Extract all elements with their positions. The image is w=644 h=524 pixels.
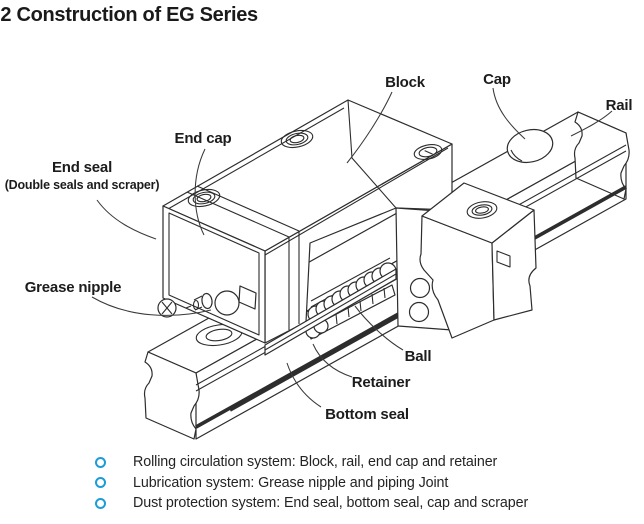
system-notes-list: Rolling circulation system: Block, rail,…: [0, 452, 644, 514]
title-text: 2 Construction of EG Series: [0, 4, 258, 26]
page-title: -2 Construction of EG Series: [0, 4, 258, 27]
leader-end-cap: [194, 148, 206, 236]
seal-screw-shape: [157, 298, 177, 318]
label-end-seal: End seal: [52, 159, 112, 176]
cap-shape: [506, 128, 554, 164]
leader-retainer: [312, 343, 353, 378]
note-text: Dust protection system: End seal, bottom…: [133, 495, 529, 512]
block-mount-hole: [187, 188, 221, 208]
leader-rail: [570, 110, 613, 137]
note-text: Rolling circulation system: Block, rail,…: [133, 454, 498, 471]
label-block: Block: [385, 74, 426, 91]
leader-grease-nipple: [91, 296, 212, 316]
bullet-ring-icon: [95, 477, 106, 489]
list-item: Rolling circulation system: Block, rail,…: [0, 452, 644, 473]
label-end-cap: End cap: [175, 130, 232, 147]
grease-nipple-shape: [185, 285, 257, 316]
bottom-seal-shape: [264, 268, 397, 356]
label-rail: Rail: [606, 97, 633, 114]
list-item: Lubrication system: Grease nipple and pi…: [0, 473, 644, 494]
leader-ball: [354, 305, 404, 351]
label-end-seal-note: (Double seals and scraper): [5, 178, 160, 192]
block-mount-hole: [280, 129, 314, 149]
bullet-ring-icon: [95, 456, 106, 468]
end-seal-shape: [162, 205, 266, 344]
note-text: Lubrication system: Grease nipple and pi…: [133, 474, 449, 491]
label-ball: Ball: [405, 348, 432, 365]
label-cap: Cap: [483, 71, 511, 88]
bullet-ring-icon: [95, 497, 106, 509]
block-rear-shape: [419, 182, 537, 339]
leader-bottom-seal: [286, 362, 322, 408]
leader-lines: [91, 87, 613, 408]
leader-end-seal: [96, 199, 157, 240]
leader-cap: [492, 87, 526, 140]
label-bottom-seal: Bottom seal: [325, 406, 409, 423]
label-retainer: Retainer: [352, 374, 411, 391]
construction-diagram: Block Cap Rail End cap End seal (Double …: [5, 71, 633, 440]
leader-block: [346, 91, 393, 164]
ball-return-bore: [409, 277, 431, 299]
label-grease-nipple: Grease nipple: [25, 279, 122, 296]
block-mount-hole: [466, 201, 498, 219]
list-item: Dust protection system: End seal, bottom…: [0, 493, 644, 514]
ball-return-bore: [408, 301, 430, 323]
block-mount-hole: [413, 144, 443, 160]
